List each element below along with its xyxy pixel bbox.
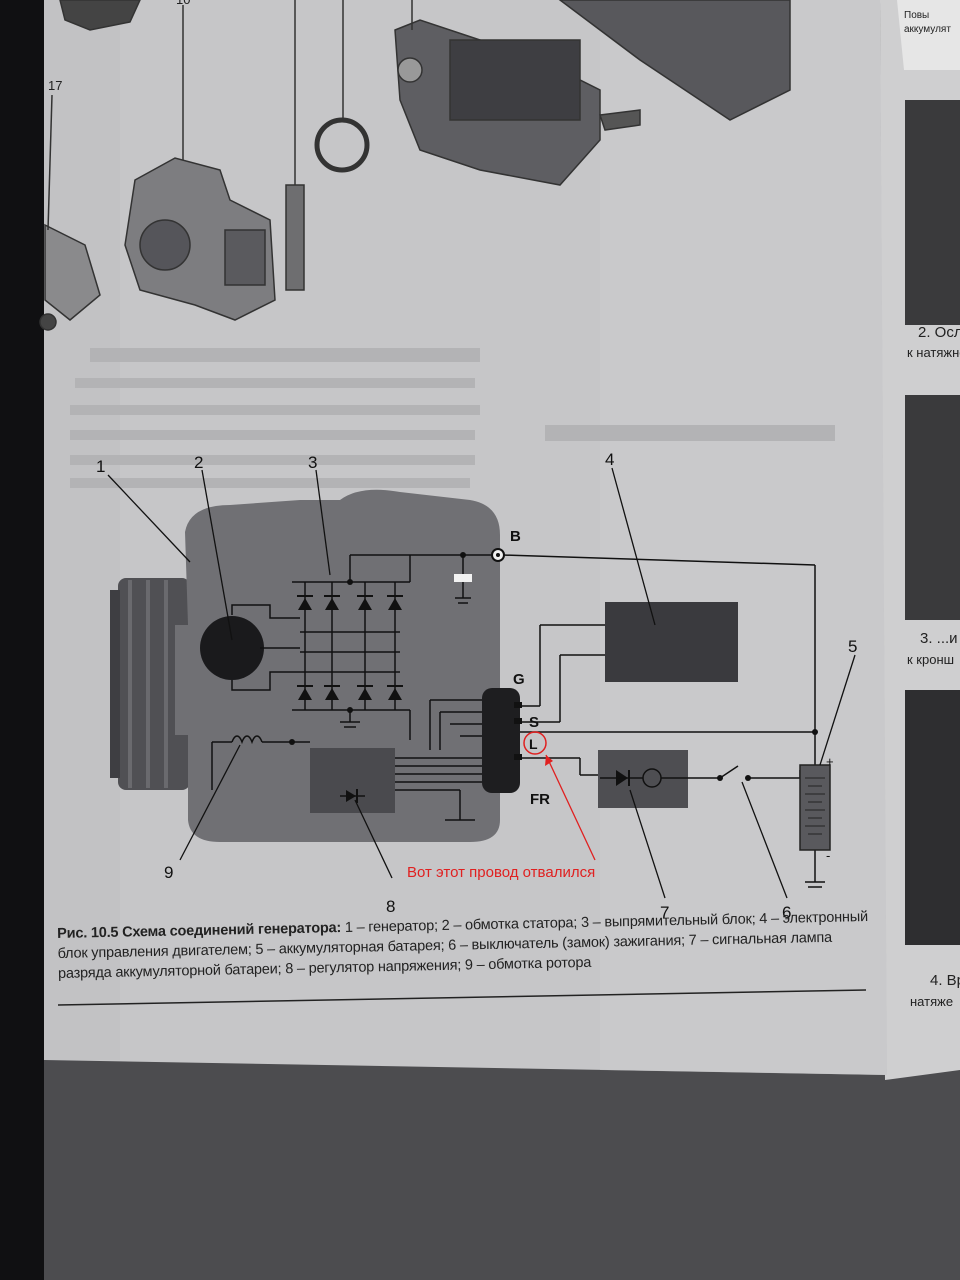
- caption-rule: [57, 989, 867, 1006]
- callout-6: 6: [782, 903, 791, 922]
- battery: [799, 764, 831, 851]
- annotation-arrow: [545, 754, 596, 861]
- annotation-text: Вот этот провод отвалился: [407, 864, 595, 881]
- voltage-regulator: [310, 748, 395, 813]
- callout-1: 1: [96, 457, 105, 476]
- rotor-winding: [211, 735, 310, 790]
- callout-3: 3: [308, 453, 317, 472]
- generator-body: [175, 489, 500, 842]
- callout-10: 10: [176, 0, 190, 7]
- callout-2: 2: [194, 453, 203, 472]
- callout-7: 7: [660, 903, 669, 922]
- side-step-2-text: к натяжно: [907, 345, 960, 360]
- caption-title: Рис. 10.5 Схема соединений генератора:: [57, 920, 342, 942]
- side-step-4-text: натяже: [910, 994, 953, 1009]
- side-note-line-2: аккумулят: [904, 24, 951, 35]
- faded-text-block: [70, 348, 835, 488]
- terminal-b-label: B: [510, 528, 521, 545]
- terminal-l-label: L: [529, 736, 538, 752]
- parts-illustration: [39, 0, 791, 331]
- side-step-4: 4. Вр: [930, 972, 960, 989]
- callout-9: 9: [164, 863, 173, 882]
- callout-5: 5: [848, 637, 857, 656]
- connector-block: [482, 688, 520, 793]
- callout-17: 17: [48, 78, 62, 93]
- battery-minus-label: -: [826, 848, 830, 863]
- side-step-3: 3. ...и: [920, 630, 958, 647]
- battery-plus-label: +: [826, 754, 834, 769]
- engine-control-unit: [605, 602, 738, 682]
- highlight-circle: [523, 731, 547, 755]
- terminal-g-label: G: [513, 671, 525, 688]
- callout-4: 4: [605, 450, 614, 469]
- terminal-fr-label: FR: [530, 791, 550, 808]
- side-step-2: 2. Осл: [918, 324, 960, 341]
- side-step-3-text: к кронш: [907, 652, 954, 667]
- wiring-schematic: [107, 467, 856, 899]
- stator-winding: [200, 616, 264, 680]
- terminal-s-label: S: [529, 714, 539, 731]
- pulley: [110, 578, 190, 790]
- callout-8: 8: [386, 897, 395, 916]
- side-note-line-1: Повы: [904, 10, 929, 21]
